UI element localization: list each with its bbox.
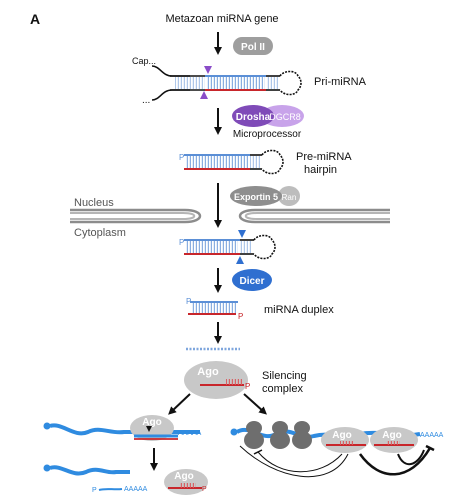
translational-repression-branch: Ago Ago AAAAA [230,421,444,478]
ribosome-1-small [246,421,262,435]
ago-repression-1-label: Ago [332,430,351,441]
dicer-cleavage-site-top [238,230,246,238]
ago-risc-shape [184,361,248,399]
inhibition-arc-2 [239,445,349,478]
drosha-label: Drosha [236,112,271,123]
ago-cleavage-label: Ago [142,417,161,428]
ago-released-label: Ago [174,471,193,482]
polya-tail-1: AAAAA [178,430,202,437]
slicer-cleavage-site [146,426,152,432]
ribosome-3-large [292,431,312,449]
microprocessor-label: Microprocessor [233,129,302,140]
duplex-p-top: P [186,297,191,306]
drosha-shape [232,105,274,127]
panel-label: A [30,11,40,27]
dgcr8-label: DGCR8 [269,112,301,122]
ran-label: Ran [282,193,297,202]
ribosome-1-large [244,431,264,449]
cap-label: Cap... [132,56,156,66]
dicer-shape [232,269,272,291]
dicer-label: Dicer [239,276,264,287]
pri-mirna-label: Pri-miRNA [314,76,367,88]
pre-mirna-hairpin: P [179,149,284,175]
pol-ii-badge [233,37,273,55]
cleaved-mrna-fragments: P AAAAA Ago P [43,464,208,495]
ago-repression-2-shape [370,427,418,453]
ago-risc-label: Ago [197,366,219,378]
mirna-duplex: P P [186,297,243,321]
pre-mirna-label-1: Pre-miRNA [296,151,352,163]
nuclear-envelope [70,208,390,224]
released-p: P [202,486,207,493]
silencing-label-2: complex [262,383,303,395]
mrna-cleavage-branch: Ago AAAAA [43,415,202,441]
cyto-pre-p: P [179,238,184,247]
polya-tail-3: AAAAA [420,432,444,439]
ribosome-2-small [272,421,288,435]
risc-p: P [245,382,250,391]
pri-mirna-structure: Cap... ... [132,56,302,106]
exportin-shape [230,186,282,206]
pre-mirna-label-2: hairpin [304,164,337,176]
cytoplasmic-pre-mirna: P [179,230,276,264]
drosha-cleavage-site-top [204,66,212,74]
gene-title: Metazoan miRNA gene [165,13,278,25]
ribosome-3-small [294,421,310,435]
pre-mirna-p: P [179,153,184,162]
inhibition-arc-1 [257,451,343,473]
fragment-p: P [92,487,97,494]
polya-tail-2: AAAAA [124,486,148,493]
tail-label: ... [142,95,150,106]
drosha-cleavage-site-bottom [200,91,208,99]
inhibition-arc-3 [358,447,432,476]
pol-ii-label: Pol II [241,42,265,53]
exportin-label: Exportin 5 [234,192,278,202]
duplex-label: miRNA duplex [264,304,334,316]
ago-repression-2-label: Ago [382,430,401,441]
ago-repression-1-shape [321,427,369,453]
inhibition-arc-4 [397,449,425,465]
duplex-p-bottom: P [238,312,243,321]
nucleus-label: Nucleus [74,197,114,209]
dicer-cleavage-site-bottom [236,256,244,264]
arrow-to-repression [243,393,267,415]
cytoplasm-label: Cytoplasm [74,227,126,239]
ran-shape [278,186,300,206]
arrow-to-cleavage [168,393,191,415]
silencing-label-1: Silencing [262,370,307,382]
ribosome-2-large [270,431,290,449]
